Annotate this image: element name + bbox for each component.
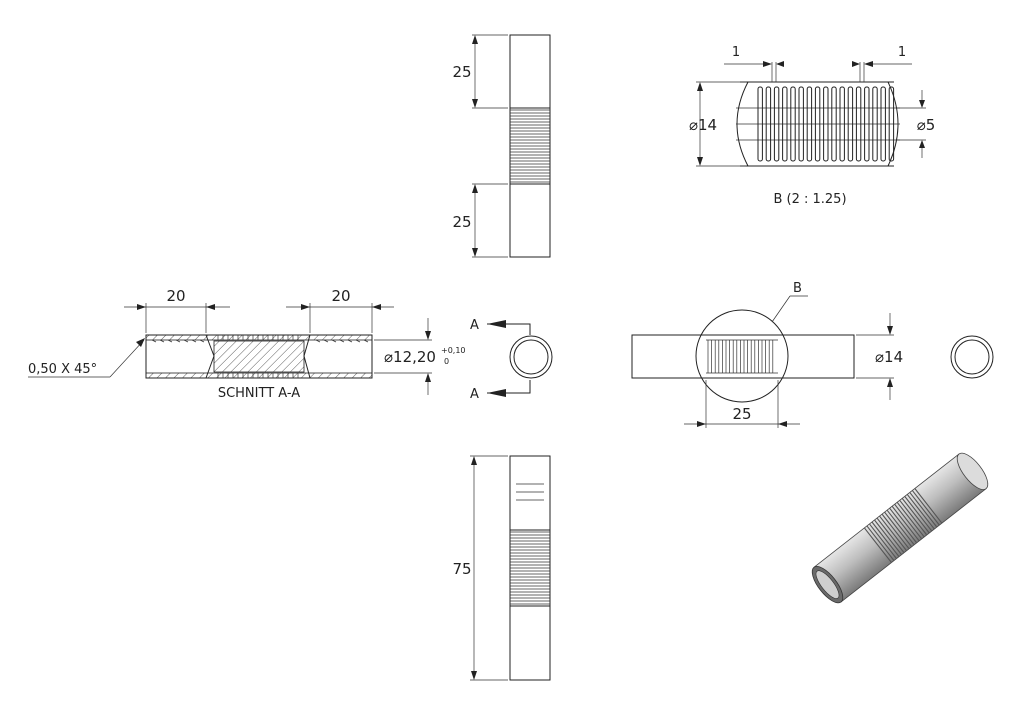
section-ribs [151, 335, 369, 378]
dim-detail-inner: ⌀5 [917, 116, 936, 134]
iso-rib [899, 499, 928, 536]
iso-rib [906, 494, 935, 530]
iso-rib [874, 519, 903, 556]
section-label-bottom: A [470, 387, 479, 402]
iso-rib [904, 496, 933, 532]
dim-detail-outer: ⌀14 [689, 116, 717, 134]
dim-bottom-total: 75 [452, 560, 471, 578]
rib-line [347, 339, 353, 343]
rib-line [159, 339, 165, 343]
detail-slot [888, 86, 895, 162]
detail-b-slots [757, 86, 895, 162]
dim-top-lower: 25 [452, 213, 471, 231]
tol-upper: +0,10 [441, 346, 466, 355]
top-view-ribs [510, 109, 550, 183]
rib-line [175, 339, 181, 343]
rib-line [191, 339, 197, 343]
dim-detail-gap-left: 1 [732, 45, 740, 60]
detail-slot [855, 86, 862, 162]
detail-slot [839, 86, 845, 162]
section-a-a-view: 20 20 0,50 X 45° ⌀12,20 +0,10 0 SCHNITT … [28, 287, 466, 401]
iso-rib [891, 505, 920, 542]
detail-b-label: B [793, 281, 802, 296]
end-view-right [950, 335, 994, 379]
iso-rib [911, 490, 940, 526]
iso-rib [896, 501, 925, 538]
rib-line [363, 339, 369, 343]
dim-front-dia: ⌀14 [875, 348, 903, 366]
iso-rib [889, 507, 918, 544]
detail-b-caption: B (2 : 1.25) [773, 192, 846, 207]
section-wall-bottom [145, 372, 373, 379]
section-label-top: A [470, 318, 479, 333]
detail-slot [823, 86, 829, 162]
rib-line [199, 339, 205, 343]
chamfer-label: 0,50 X 45° [28, 362, 97, 377]
end-view-a: A A [470, 318, 553, 402]
section-caption: SCHNITT A-A [218, 386, 300, 401]
dim-top-upper: 25 [452, 63, 471, 81]
dim-section-left: 20 [166, 287, 185, 305]
section-core [213, 340, 305, 373]
iso-rib [866, 525, 895, 561]
iso-rib [894, 503, 923, 540]
detail-slot [773, 86, 780, 162]
detail-slot [782, 86, 788, 162]
dim-section-right: 20 [331, 287, 350, 305]
iso-rib [876, 517, 905, 554]
isometric-tube-icon [811, 452, 989, 604]
rib-line [355, 339, 361, 343]
iso-rib [869, 523, 897, 559]
detail-slot [831, 86, 837, 162]
iso-rib [879, 515, 908, 552]
iso-rib [914, 488, 943, 524]
detail-slot [864, 86, 870, 162]
rib-line [323, 339, 329, 343]
iso-rib [901, 498, 930, 534]
rib-line [339, 339, 345, 343]
dim-section-bore: ⌀12,20 [384, 348, 436, 366]
detail-slot [798, 86, 804, 162]
rib-line [183, 339, 189, 343]
detail-slot [765, 86, 772, 162]
front-view: B ⌀14 25 [631, 281, 903, 428]
detail-slot [847, 86, 854, 162]
iso-rib [886, 509, 915, 546]
iso-rib [881, 513, 910, 550]
rib-line [331, 339, 337, 343]
detail-slot [790, 86, 796, 162]
detail-slot [757, 86, 763, 162]
tol-lower: 0 [444, 357, 449, 366]
dim-front-len: 25 [732, 405, 751, 423]
rib-line [315, 339, 321, 343]
iso-rib [863, 527, 892, 563]
bottom-view: 75 [452, 455, 551, 681]
iso-rib [884, 511, 913, 548]
rib-line [167, 339, 173, 343]
bottom-view-ribs [510, 531, 550, 605]
detail-slot [806, 86, 813, 162]
dim-detail-gap-right: 1 [898, 45, 906, 60]
top-view: 25 25 [452, 34, 551, 258]
section-wall-top [145, 334, 373, 341]
iso-rib [871, 521, 900, 558]
iso-rib [909, 492, 938, 528]
rib-line [151, 339, 157, 343]
detail-slot [872, 86, 878, 162]
front-view-ribs [706, 339, 778, 374]
detail-slot [880, 86, 886, 162]
detail-slot [814, 86, 821, 162]
detail-b-view: 1 1 ⌀14 ⌀5 B (2 : 1.25) [689, 45, 935, 207]
